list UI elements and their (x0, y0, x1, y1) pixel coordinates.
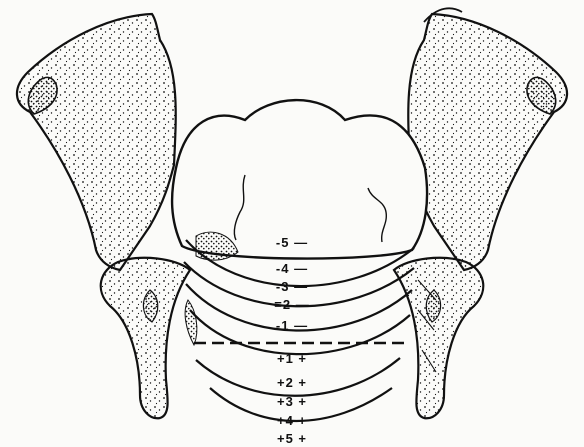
station-label-minus-5: -5 — (0, 236, 584, 250)
station-label-plus-1: +1 + (0, 352, 584, 366)
station-label-minus-2: =2 — (0, 298, 584, 312)
right-iliac-wing (408, 8, 567, 270)
station-label-minus-1: -1 — (0, 319, 584, 333)
station-label-plus-3: +3 + (0, 395, 584, 409)
station-label-plus-4: +4 + (0, 414, 584, 428)
station-label-plus-5: +5 + (0, 432, 584, 446)
left-iliac-wing (17, 14, 176, 270)
station-label-minus-4: -4 — (0, 262, 584, 276)
station-label-plus-2: +2 + (0, 376, 584, 390)
station-label-minus-3: -3 — (0, 280, 584, 294)
